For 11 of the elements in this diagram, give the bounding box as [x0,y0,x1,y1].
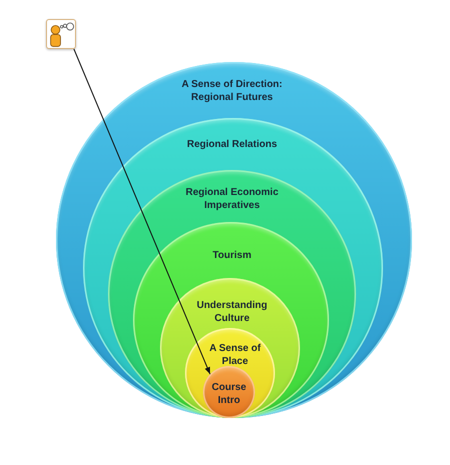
nested-circle [203,366,255,418]
circle-label: Understanding Culture [196,298,268,324]
person-thought-bubble-icon [46,19,76,49]
circle-label: A Sense of Place [208,342,262,368]
circle-label: Course Intro [210,380,248,406]
circle-label: Regional Economic Imperatives [184,186,280,212]
circle-label: Regional Relations [186,138,278,150]
circle-label: Tourism [212,248,252,262]
arrow [73,48,211,375]
circle-label: A Sense of Direction: Regional Futures [180,78,284,104]
nested-circle [185,328,275,418]
